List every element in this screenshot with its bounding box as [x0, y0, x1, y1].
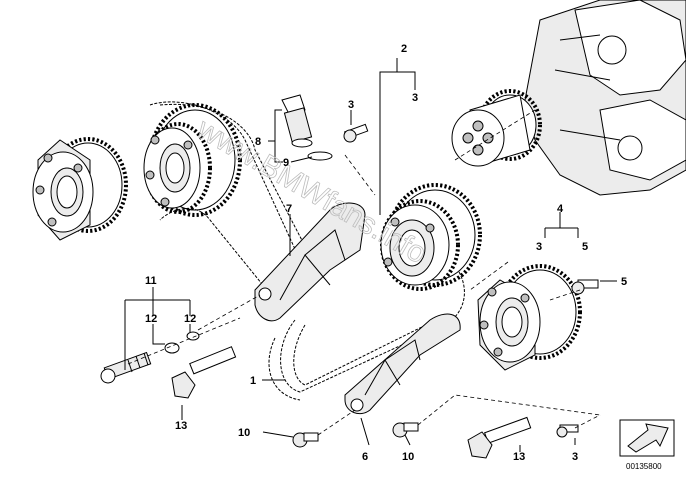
callout-13-right: 13: [513, 451, 525, 463]
callout-5-right: 5: [621, 276, 627, 288]
doc-id: 00135800: [626, 462, 662, 471]
chain-icon: [293, 317, 441, 386]
callout-3-under-2: 3: [412, 92, 418, 104]
bolt-icon: [571, 279, 599, 295]
bolt-icon: [100, 351, 152, 384]
bolt-icon: [292, 432, 319, 448]
callout-7: 7: [286, 203, 292, 215]
callout-10-left: 10: [238, 427, 250, 439]
callout-4: 4: [557, 203, 564, 215]
seal-ring: [307, 151, 333, 161]
tensioner-rail-icon: [344, 313, 461, 415]
sprocket-icon: [32, 137, 128, 241]
sprocket-icon: [143, 103, 242, 217]
sprocket-icon: [477, 264, 582, 371]
callout-13-left: 13: [175, 420, 187, 432]
callout-10-right: 10: [402, 451, 414, 463]
sprocket-icon: [380, 183, 482, 291]
chain-icon: [268, 337, 301, 401]
callout-11: 11: [145, 275, 157, 287]
callout-3-under-4: 3: [536, 241, 542, 253]
callout-9: 9: [283, 157, 289, 169]
callout-12-left: 12: [145, 313, 157, 325]
callout-12-right: 12: [184, 313, 196, 325]
chain-icon: [159, 103, 321, 276]
washer: [164, 342, 180, 354]
callout-1: 1: [250, 375, 256, 387]
arrow-icon: [627, 423, 669, 453]
callout-8: 8: [255, 136, 261, 148]
reference-box: 00135800: [619, 419, 675, 471]
bolt-icon: [392, 422, 419, 438]
crankshaft-icon: [451, 0, 686, 196]
tensioner-rail-icon: [254, 202, 366, 322]
bolt-icon: [281, 94, 313, 148]
callout-3-bolt-top: 3: [348, 99, 354, 111]
callout-3-bottom: 3: [572, 451, 578, 463]
bolt-icon: [171, 346, 237, 399]
callout-2: 2: [401, 43, 407, 55]
callout-6: 6: [362, 451, 368, 463]
bolt-icon: [343, 123, 369, 143]
bolt-icon: [556, 424, 579, 438]
washer: [186, 331, 200, 341]
bolt-icon: [467, 416, 532, 459]
callout-5-under-4: 5: [582, 241, 588, 253]
